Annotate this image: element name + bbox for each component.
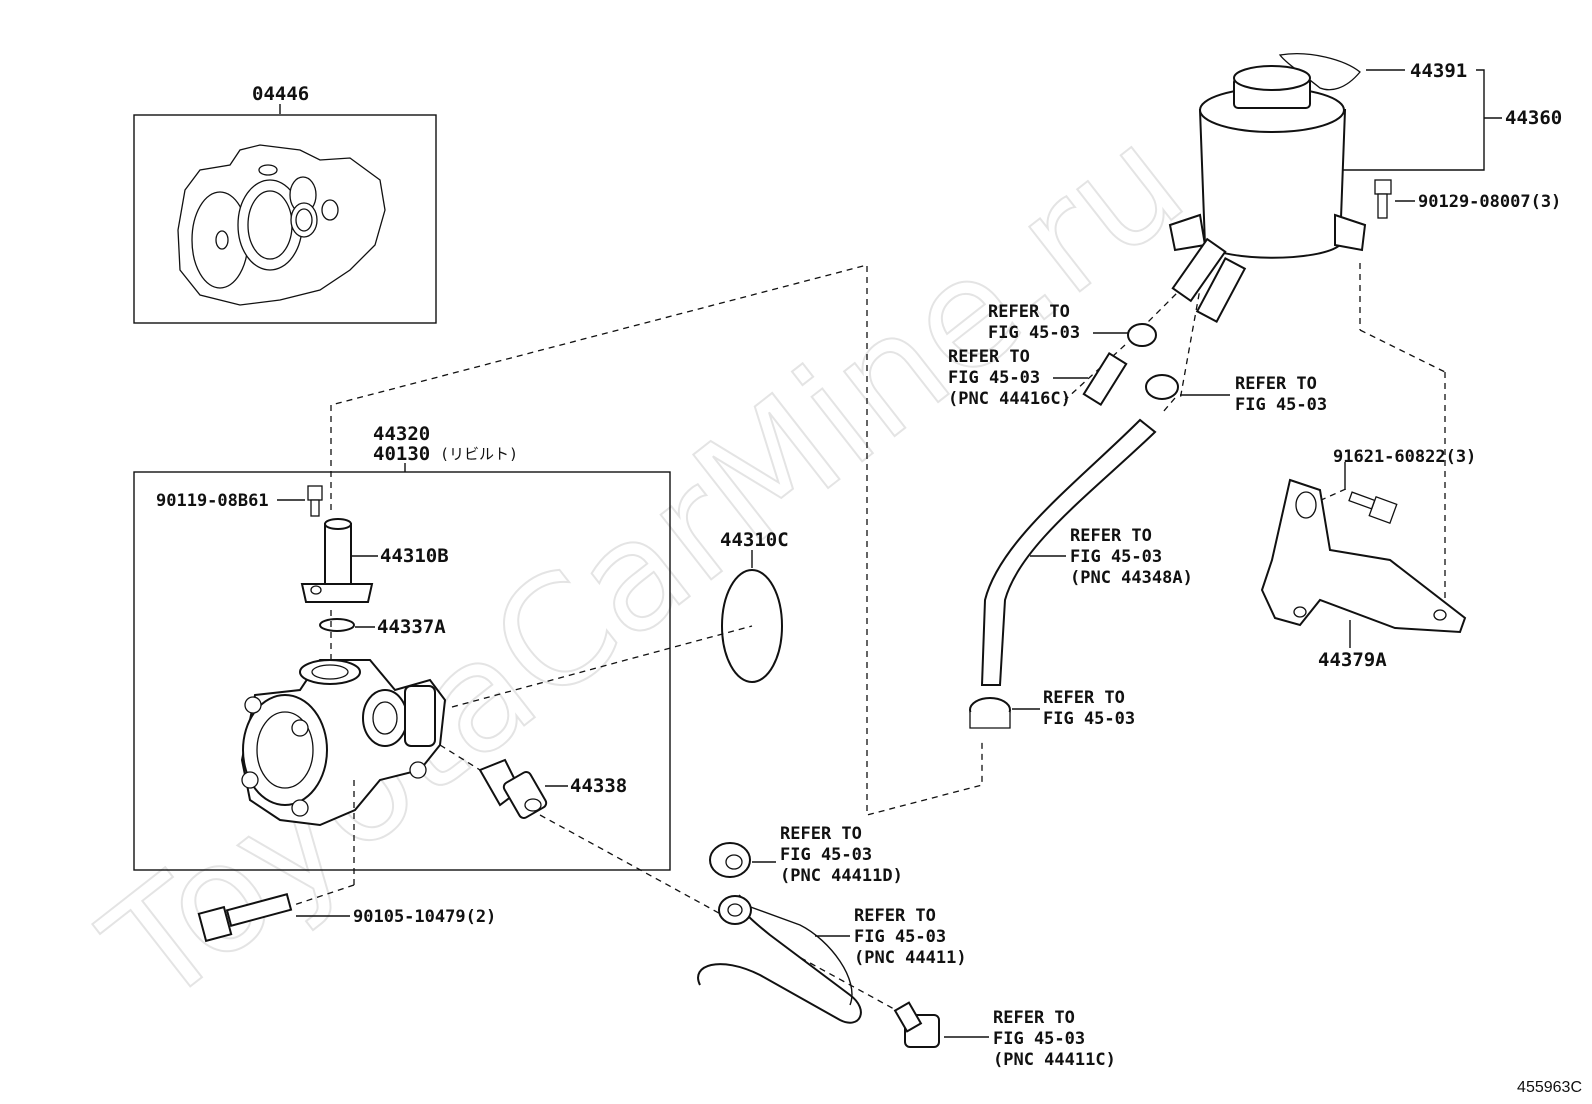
ref-4-line2: FIG 45-03 xyxy=(1070,547,1162,567)
ref-1-line1: REFER TO xyxy=(988,302,1070,322)
valve-44338[interactable] xyxy=(478,758,548,820)
bracket-44379A[interactable] xyxy=(1260,478,1467,634)
ref-7[interactable]: REFER TO FIG 45-03 (PNC 44411) xyxy=(815,906,967,968)
reservoir-group[interactable]: 44391 44360 xyxy=(1168,53,1562,324)
label-91621: 91621-60822(3) xyxy=(1333,447,1476,467)
pump-assembly-group[interactable]: 44320 40130 (リビルト) 90119-08B61 44310B 44… xyxy=(133,423,671,871)
ref-7-line2: FIG 45-03 xyxy=(854,927,946,947)
ref-1[interactable]: REFER TO FIG 45-03 xyxy=(988,302,1128,343)
label-90129: 90129-08007(3) xyxy=(1418,192,1561,212)
hose-44348A[interactable] xyxy=(980,418,1157,686)
ref-8-line1: REFER TO xyxy=(993,1008,1075,1028)
label-44338: 44338 xyxy=(570,775,627,797)
power-steering-pump[interactable] xyxy=(240,659,447,827)
ref-4[interactable]: REFER TO FIG 45-03 (PNC 44348A) xyxy=(1030,526,1193,588)
hose-44416C[interactable] xyxy=(1082,351,1128,407)
ref-3-line1: REFER TO xyxy=(1235,374,1317,394)
clamp-44411D[interactable] xyxy=(709,842,751,878)
clamp-middle[interactable] xyxy=(1145,374,1179,400)
ref-5-line1: REFER TO xyxy=(1043,688,1125,708)
ref-6[interactable]: REFER TO FIG 45-03 (PNC 44411D) xyxy=(752,824,903,886)
pressure-hose[interactable] xyxy=(697,894,862,1024)
bolt-91621[interactable] xyxy=(1348,491,1398,524)
label-44310B: 44310B xyxy=(380,545,449,567)
bolt-90119[interactable] xyxy=(307,485,323,517)
ref-6-line2: FIG 45-03 xyxy=(780,845,872,865)
gasket-kit-box xyxy=(133,114,437,324)
ref-6-line3: (PNC 44411D) xyxy=(780,866,903,886)
ref-2[interactable]: REFER TO FIG 45-03 (PNC 44416C) xyxy=(948,347,1088,409)
o-ring-44337A[interactable] xyxy=(319,618,355,632)
ref-3[interactable]: REFER TO FIG 45-03 xyxy=(1180,374,1327,415)
bolt-90105[interactable] xyxy=(197,893,293,943)
bolt-90129[interactable] xyxy=(1374,179,1392,219)
ref-5[interactable]: REFER TO FIG 45-03 xyxy=(1012,688,1135,729)
label-44310C: 44310C xyxy=(720,529,789,551)
ref-8-line2: FIG 45-03 xyxy=(993,1029,1085,1049)
label-44360: 44360 xyxy=(1505,107,1562,129)
label-40130: 40130 xyxy=(373,443,430,465)
ref-7-line1: REFER TO xyxy=(854,906,936,926)
ref-3-line2: FIG 45-03 xyxy=(1235,395,1327,415)
union-bolt-44411C[interactable] xyxy=(893,1001,940,1048)
clamp-upper[interactable] xyxy=(1127,323,1157,347)
ref-4-line1: REFER TO xyxy=(1070,526,1152,546)
label-90105: 90105-10479(2) xyxy=(353,907,496,927)
label-04446: 04446 xyxy=(252,83,309,105)
label-44320: 44320 xyxy=(373,423,430,445)
ref-8[interactable]: REFER TO FIG 45-03 (PNC 44411C) xyxy=(944,1008,1116,1070)
ref-2-line3: (PNC 44416C) xyxy=(948,389,1071,409)
label-44379A: 44379A xyxy=(1318,649,1387,671)
label-44337A: 44337A xyxy=(377,616,446,638)
union-44310B[interactable] xyxy=(300,518,374,603)
ref-7-line3: (PNC 44411) xyxy=(854,948,967,968)
ref-5-line2: FIG 45-03 xyxy=(1043,709,1135,729)
ref-4-line3: (PNC 44348A) xyxy=(1070,568,1193,588)
ref-8-line3: (PNC 44411C) xyxy=(993,1050,1116,1070)
figure-id: 455963C xyxy=(1517,1079,1582,1096)
clamp-lower[interactable] xyxy=(969,697,1011,729)
pump-assembly-box xyxy=(133,471,671,871)
label-44391: 44391 xyxy=(1410,60,1467,82)
ref-6-line1: REFER TO xyxy=(780,824,862,844)
ref-1-line2: FIG 45-03 xyxy=(988,323,1080,343)
gasket-kit-group[interactable]: 04446 xyxy=(133,83,437,324)
ref-2-line2: FIG 45-03 xyxy=(948,368,1040,388)
label-90119: 90119-08B61 xyxy=(156,491,269,511)
label-40130-note: (リビルト) xyxy=(440,445,518,463)
ref-2-line1: REFER TO xyxy=(948,347,1030,367)
